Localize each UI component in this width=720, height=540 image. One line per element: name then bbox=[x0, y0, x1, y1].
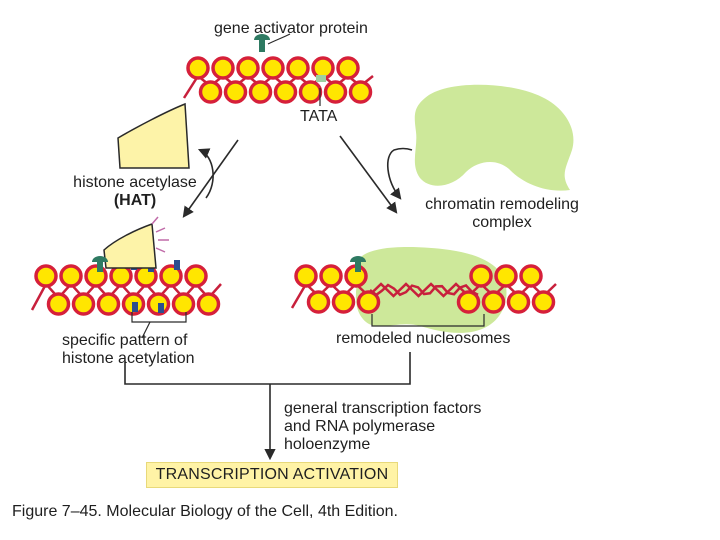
nucleosome bbox=[196, 292, 221, 316]
convergence-lines bbox=[124, 352, 411, 385]
nucleosome bbox=[356, 290, 381, 314]
hat-label-line1: histone acetylase bbox=[73, 174, 197, 191]
nucleosome bbox=[96, 292, 121, 316]
gene-activator-protein-icon bbox=[92, 256, 108, 272]
nucleosome bbox=[319, 264, 343, 288]
nucleosome bbox=[186, 56, 210, 80]
remodeled-label: remodeled nucleosomes bbox=[336, 330, 511, 347]
remodeler-curved-arrow bbox=[387, 147, 413, 200]
dna-strand bbox=[290, 281, 557, 309]
remodeling-label-line2: complex bbox=[472, 214, 532, 231]
remodeled-nucleosome-strand bbox=[290, 264, 557, 314]
nucleosome bbox=[336, 56, 360, 80]
gene-activator-protein-icon bbox=[350, 256, 366, 272]
nucleosome bbox=[46, 292, 71, 316]
nucleosome bbox=[236, 56, 260, 80]
dna-strand bbox=[182, 74, 374, 99]
nucleosome bbox=[494, 264, 518, 288]
nucleosome bbox=[223, 80, 248, 104]
remodeled-bracket bbox=[371, 314, 485, 327]
nucleosome bbox=[531, 290, 556, 314]
acetylation-label-line2: histone acetylation bbox=[62, 350, 195, 367]
unwrapped-dna bbox=[369, 283, 479, 297]
nucleosome bbox=[198, 80, 223, 104]
tata-box bbox=[316, 75, 326, 82]
nucleosome bbox=[59, 264, 83, 288]
nucleosome bbox=[481, 290, 506, 314]
figure-caption: Figure 7–45. Molecular Biology of the Ce… bbox=[12, 503, 398, 520]
top-nucleosome-strand bbox=[182, 56, 374, 104]
nucleosome bbox=[469, 264, 493, 288]
acetylation-label-line1: specific pattern of bbox=[62, 332, 188, 349]
arrow-to-hat-path bbox=[182, 139, 239, 218]
gene-activator-label: gene activator protein bbox=[214, 20, 368, 37]
acetylation-pointer bbox=[141, 321, 151, 339]
hat-label-line2: (HAT) bbox=[113, 192, 157, 209]
nucleosome bbox=[331, 290, 356, 314]
nucleosome bbox=[211, 56, 235, 80]
nucleosome bbox=[306, 290, 331, 314]
remodeling-label-line1: chromatin remodeling bbox=[425, 196, 579, 213]
gtf-label-line3: holoenzyme bbox=[284, 436, 371, 453]
nucleosome bbox=[323, 80, 348, 104]
tata-label: TATA bbox=[300, 108, 338, 125]
arrow-to-remodeling-path bbox=[339, 135, 398, 214]
nucleosome bbox=[71, 292, 96, 316]
nucleosome bbox=[34, 264, 58, 288]
nucleosome bbox=[184, 264, 208, 288]
hat-curved-arrow bbox=[197, 148, 214, 199]
nucleosome bbox=[519, 264, 543, 288]
acetyl-mark bbox=[132, 302, 138, 312]
chromatin-remodeling-complex-icon bbox=[414, 84, 574, 191]
nucleosome bbox=[159, 264, 183, 288]
acetylation-activity-icon bbox=[151, 216, 169, 253]
nucleosome bbox=[171, 292, 196, 316]
nucleosome bbox=[298, 80, 323, 104]
gtf-label-line2: and RNA polymerase bbox=[284, 418, 436, 435]
dna-strand bbox=[30, 281, 222, 311]
nucleosome bbox=[109, 264, 133, 288]
acetyl-mark bbox=[158, 303, 164, 313]
histone-acetylase-bound-icon bbox=[103, 222, 157, 269]
nucleosome bbox=[506, 290, 531, 314]
nucleosome bbox=[348, 80, 373, 104]
activator-leader-line bbox=[267, 33, 291, 45]
gene-activator-protein-icon bbox=[254, 34, 270, 52]
acetyl-mark bbox=[174, 260, 180, 270]
histone-acetylase-icon bbox=[117, 102, 190, 169]
acetylation-bracket bbox=[131, 312, 187, 323]
nucleosome bbox=[456, 290, 481, 314]
acetylated-nucleosome-strand bbox=[30, 264, 222, 316]
nucleosome bbox=[261, 56, 285, 80]
nucleosome bbox=[273, 80, 298, 104]
gtf-label-line1: general transcription factors bbox=[284, 400, 482, 417]
nucleosome bbox=[294, 264, 318, 288]
nucleosome bbox=[248, 80, 273, 104]
transcription-activation-banner: TRANSCRIPTION ACTIVATION bbox=[146, 462, 398, 488]
nucleosome bbox=[286, 56, 310, 80]
